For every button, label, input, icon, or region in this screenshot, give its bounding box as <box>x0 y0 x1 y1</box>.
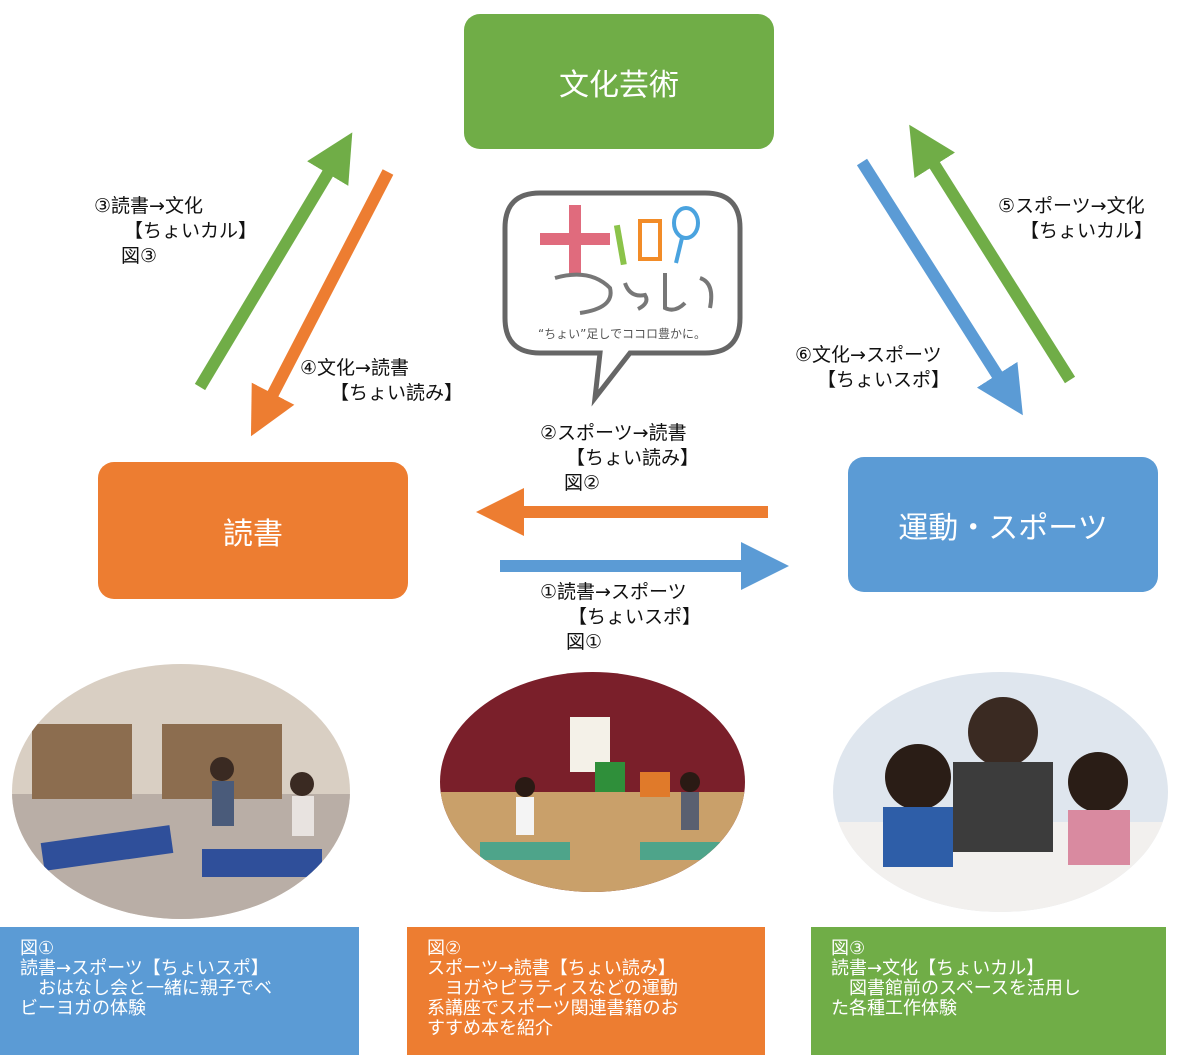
label-2: ②スポーツ→読書 【ちょい読み】 図② <box>540 421 699 496</box>
sports-box: 運動・スポーツ <box>848 457 1158 592</box>
caption-2-line2: スポーツ→読書【ちょい読み】 <box>427 958 676 979</box>
arrow-culture-to-sports <box>856 158 1023 416</box>
label-1-line3: 図① <box>566 631 603 653</box>
caption-2-line5: すすめ本を紹介 <box>427 1018 553 1039</box>
culture-arts-label: 文化芸術 <box>559 67 679 103</box>
culture-arts-box: 文化芸術 <box>464 14 774 149</box>
photo-1-baby-yoga <box>12 664 350 919</box>
label-2-line2: 【ちょい読み】 <box>566 447 700 469</box>
caption-2-line1: 図② <box>427 938 462 959</box>
label-3: ③読書→文化 【ちょいカル】 図③ <box>94 194 257 269</box>
arrow-culture-to-reading <box>250 169 394 437</box>
caption-3-line1: 図③ <box>831 938 866 959</box>
label-1-line2: 【ちょいスポ】 <box>568 606 702 628</box>
caption-3-line2: 読書→文化【ちょいカル】 <box>831 958 1045 979</box>
label-4-line2: 【ちょい読み】 <box>330 382 464 404</box>
caption-1-line3: おはなし会と一緒に親子でベ <box>20 978 272 999</box>
arrow-sports-to-culture <box>909 124 1076 384</box>
label-2-line1: ②スポーツ→読書 <box>540 422 687 444</box>
label-3-line2: 【ちょいカル】 <box>124 220 258 242</box>
photo-3-craft-workshop <box>833 672 1168 912</box>
label-3-line1: ③読書→文化 <box>94 195 203 217</box>
caption-3-line4: た各種工作体験 <box>831 998 957 1019</box>
label-5-line2: 【ちょいカル】 <box>1020 220 1154 242</box>
label-5-line1: ⑤スポーツ→文化 <box>998 195 1145 217</box>
choi-logo: “ちょい”足しでココロ豊かに。 <box>500 183 745 433</box>
label-4-line1: ④文化→読書 <box>300 357 409 379</box>
reading-box: 読書 <box>98 462 408 599</box>
caption-2: 図② スポーツ→読書【ちょい読み】 ヨガやピラティスなどの運動 系講座でスポーツ… <box>407 927 765 1055</box>
caption-2-line4: 系講座でスポーツ関連書籍のお <box>427 998 679 1019</box>
caption-2-line3: ヨガやピラティスなどの運動 <box>427 978 678 999</box>
reading-label: 読書 <box>223 516 283 552</box>
label-5: ⑤スポーツ→文化 【ちょいカル】 <box>998 194 1153 244</box>
logo-tagline: “ちょい”足しでココロ豊かに。 <box>538 327 706 341</box>
caption-3-line3: 図書館前のスペースを活用し <box>831 978 1081 999</box>
label-2-line3: 図② <box>564 472 601 494</box>
label-4: ④文化→読書 【ちょい読み】 <box>300 356 463 406</box>
label-1: ①読書→スポーツ 【ちょいスポ】 図① <box>540 580 701 655</box>
photo-2-yoga-class <box>440 672 745 892</box>
sports-label: 運動・スポーツ <box>898 510 1108 546</box>
caption-1-line4: ビーヨガの体験 <box>20 998 146 1019</box>
caption-1-line2: 読書→スポーツ【ちょいスポ】 <box>20 958 269 979</box>
label-1-line1: ①読書→スポーツ <box>540 581 687 603</box>
caption-1-line1: 図① <box>20 938 55 959</box>
label-6: ⑥文化→スポーツ 【ちょいスポ】 <box>795 343 950 393</box>
label-6-line1: ⑥文化→スポーツ <box>795 344 942 366</box>
caption-3: 図③ 読書→文化【ちょいカル】 図書館前のスペースを活用し た各種工作体験 <box>811 927 1166 1055</box>
caption-1: 図① 読書→スポーツ【ちょいスポ】 おはなし会と一緒に親子でベ ビーヨガの体験 <box>0 927 359 1055</box>
arrow-reading-to-culture <box>194 132 353 391</box>
label-6-line2: 【ちょいスポ】 <box>817 369 951 391</box>
label-3-line3: 図③ <box>121 245 158 267</box>
